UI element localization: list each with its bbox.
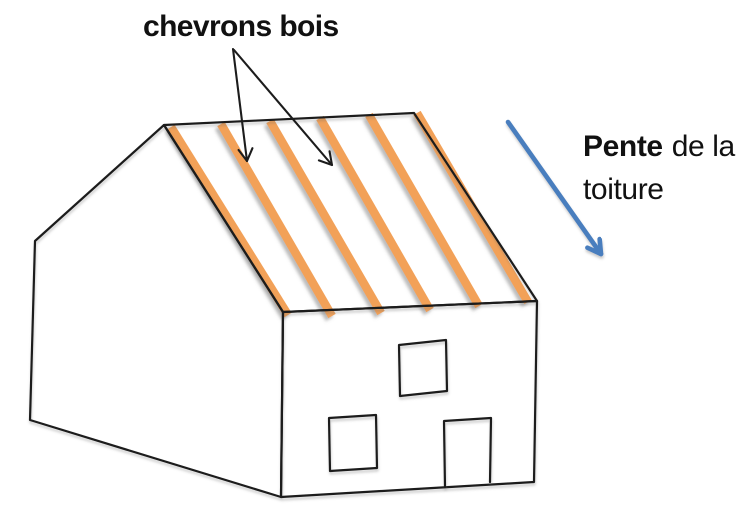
slope-label-bold: Pente [583, 130, 663, 163]
rafter-line-1 [167, 124, 292, 318]
rafter-line-5 [365, 112, 483, 309]
window-upper [397, 338, 449, 398]
label-arrows [231, 47, 334, 167]
rafter-line-2 [217, 121, 336, 319]
window-lower [327, 413, 379, 473]
rafter-line-4 [316, 115, 434, 313]
chevrons-bois-label: chevrons bois [143, 10, 339, 43]
rafter-lines [167, 110, 532, 319]
label-arrow-left [231, 47, 247, 163]
slope-label-rest: de la [672, 130, 736, 163]
gable-wall [28, 123, 285, 499]
label-arrow-right [232, 48, 334, 167]
roof-plane [162, 111, 539, 314]
front-wall [279, 299, 539, 499]
slope-arrow [505, 119, 604, 257]
door [442, 416, 493, 489]
wall-openings [327, 338, 493, 489]
slope-label-line2: toiture [583, 173, 664, 206]
house-outline [28, 111, 539, 499]
slope-label-line1: Pente de la [583, 130, 735, 163]
rafter-line-3 [266, 118, 385, 316]
